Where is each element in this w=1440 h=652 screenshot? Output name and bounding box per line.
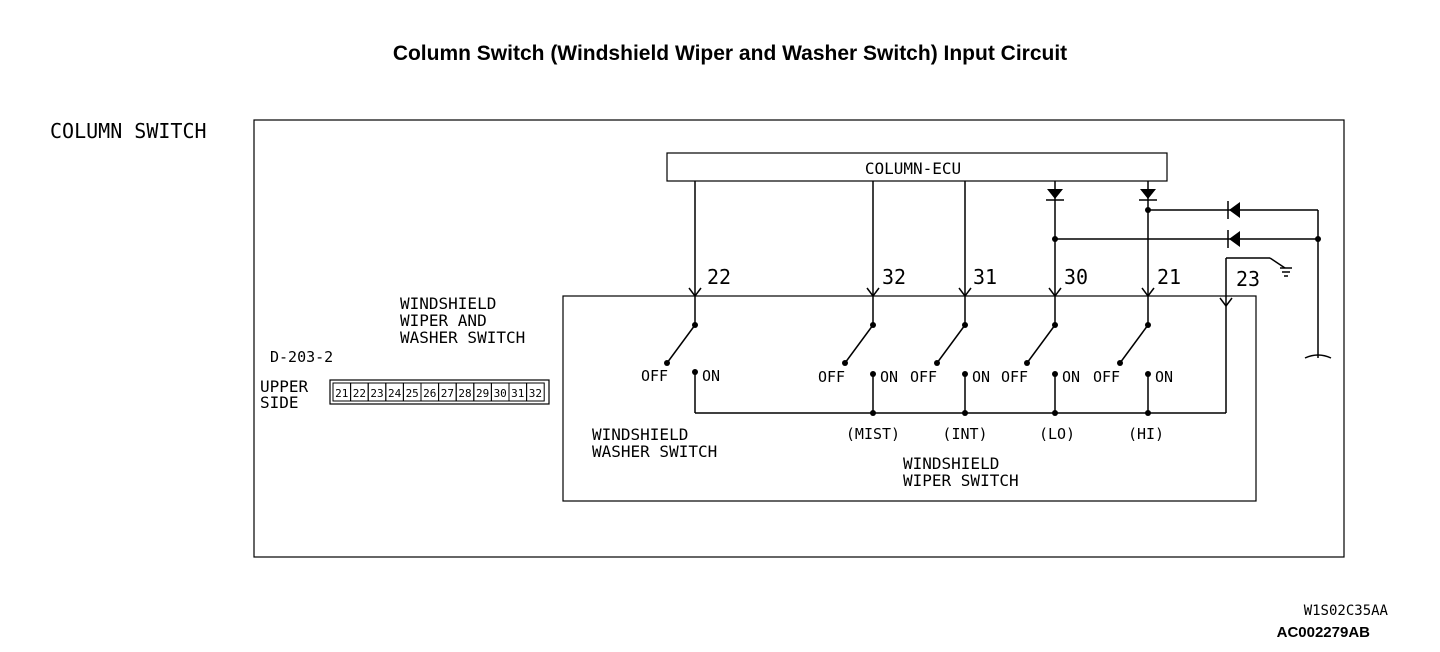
diode-icon	[1227, 201, 1240, 219]
upper-side-label: UPPER	[260, 377, 309, 396]
column-switch-box	[253, 119, 1345, 558]
connector-pin-label: 24	[388, 387, 402, 400]
off-label: OFF	[818, 368, 845, 386]
on-label: ON	[1155, 368, 1173, 386]
washer-switch-label: WASHER SWITCH	[592, 442, 717, 461]
wiper-switch-label: WIPER SWITCH	[903, 471, 1019, 490]
connector-pin-cell	[526, 382, 545, 402]
wiper-washer-switch-label: WIPER AND	[400, 311, 487, 330]
connector-pin-label: 29	[476, 387, 489, 400]
figure-code: W1S02C35AA	[1303, 603, 1388, 619]
wiper-washer-switch-label: WINDSHIELD	[400, 294, 496, 313]
connector-chevrons	[688, 287, 1233, 308]
diode-icon	[1227, 230, 1240, 248]
terminal-label: 30	[1064, 265, 1088, 289]
hi-switch	[1117, 296, 1151, 413]
connector-pin-label: 31	[511, 387, 524, 400]
on-label: ON	[702, 367, 720, 385]
washer-switch	[664, 296, 698, 413]
connector-pin-label: 22	[353, 387, 366, 400]
wiper-washer-switch-label: WASHER SWITCH	[400, 328, 525, 347]
mode-label: (MIST)	[846, 425, 900, 443]
figure-code: AC002279AB	[1276, 624, 1370, 641]
connector-pin-label: 30	[494, 387, 507, 400]
wiper-switch-label: WINDSHIELD	[903, 454, 999, 473]
connector-pin-label: 26	[423, 387, 436, 400]
connector-pin-label: 21	[335, 387, 348, 400]
terminal-label: 31	[973, 265, 997, 289]
connector-pins: 21 22 23 24 25 26 27 28 29 30 31 32	[332, 382, 545, 402]
diode-icon	[1046, 189, 1064, 201]
lo-switch	[1024, 296, 1058, 413]
column-switch-label: COLUMN SWITCH	[50, 119, 207, 143]
terminal-label: 22	[707, 265, 731, 289]
wire-end-icon	[1304, 354, 1332, 359]
connector-pin-label: 32	[529, 387, 542, 400]
on-label: ON	[972, 368, 990, 386]
connector-pin-label: 27	[441, 387, 454, 400]
mode-label: (HI)	[1128, 425, 1164, 443]
connector-pin-label: 28	[458, 387, 471, 400]
diagram-title: Column Switch (Windshield Wiper and Wash…	[392, 42, 1068, 65]
column-ecu-box	[666, 152, 1168, 182]
off-label: OFF	[641, 367, 668, 385]
terminal-label: 32	[882, 265, 906, 289]
on-label: ON	[880, 368, 898, 386]
column-ecu-label: COLUMN-ECU	[865, 159, 961, 178]
mode-label: (LO)	[1039, 425, 1075, 443]
upper-side-label: SIDE	[260, 393, 299, 412]
washer-switch-label: WINDSHIELD	[592, 425, 688, 444]
ground-icon	[1280, 267, 1292, 277]
mode-label: (INT)	[942, 425, 987, 443]
off-label: OFF	[1001, 368, 1028, 386]
switch-assembly-box	[562, 295, 1257, 502]
terminal-label: 23	[1236, 267, 1260, 291]
off-label: OFF	[1093, 368, 1120, 386]
mist-switch	[842, 296, 876, 413]
int-switch	[934, 296, 968, 413]
connector-pin-label: 23	[370, 387, 383, 400]
off-label: OFF	[910, 368, 937, 386]
connector-outline	[329, 379, 550, 405]
connector-pin-label: 25	[406, 387, 419, 400]
terminal-label: 21	[1157, 265, 1181, 289]
diode-icon	[1139, 189, 1157, 201]
connector-id-label: D-203-2	[270, 348, 333, 366]
on-label: ON	[1062, 368, 1080, 386]
